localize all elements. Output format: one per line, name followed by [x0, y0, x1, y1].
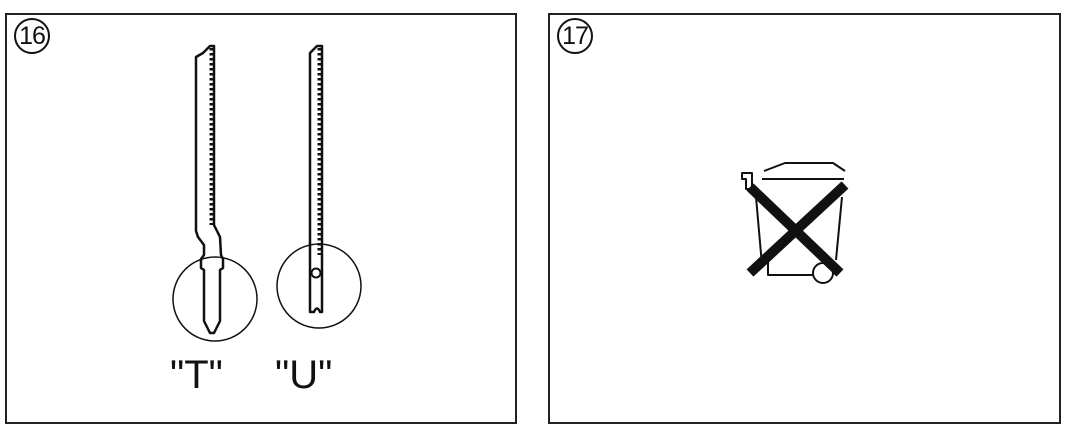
step-number-badge: 16: [14, 18, 50, 54]
step-number-badge: 17: [557, 18, 593, 54]
u-shank-blade-icon: [276, 44, 362, 329]
t-shank-label: "T": [170, 353, 223, 397]
jigsaw-blades-illustration: [172, 44, 362, 342]
t-shank-blade-icon: [172, 44, 258, 342]
step-16-panel: 16 "T" "U": [5, 13, 517, 424]
crossed-out-wheelie-bin-icon: [741, 162, 849, 284]
step-17-panel: 17: [548, 13, 1061, 424]
u-shank-label: "U": [275, 353, 333, 397]
